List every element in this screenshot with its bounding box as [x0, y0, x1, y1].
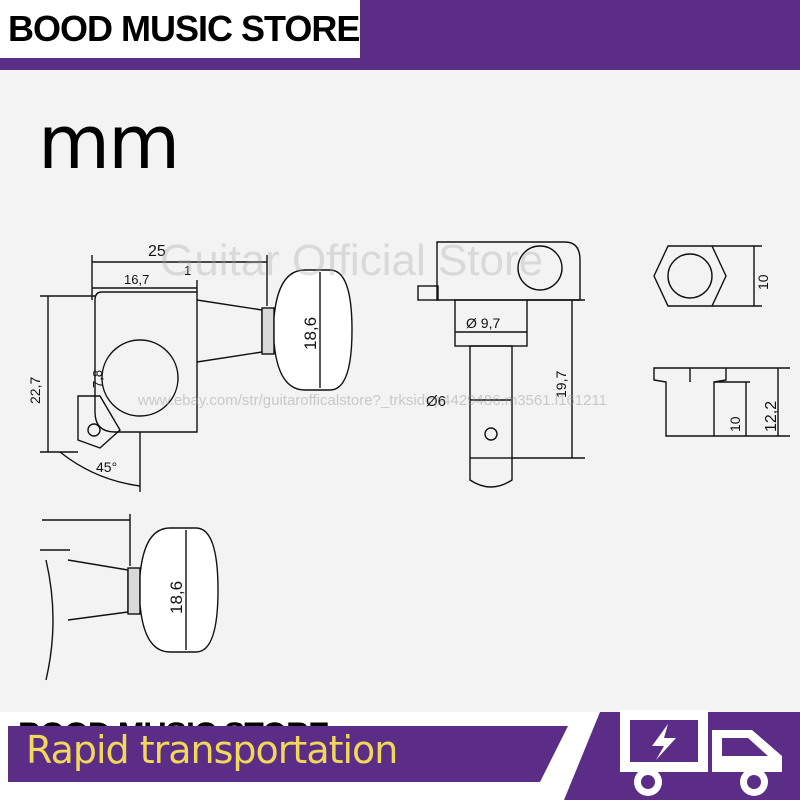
gear-circle	[101, 339, 179, 417]
dim-post-dia: Ø6	[426, 393, 446, 410]
top-banner-label	[0, 0, 360, 58]
dim-nut-height: 10	[727, 416, 743, 432]
post-top-hole	[517, 245, 563, 291]
dim-width-body: 16,7	[124, 272, 149, 287]
hex-nut	[653, 245, 727, 307]
dim-post-length: 19,7	[553, 371, 569, 398]
watermark-url: www.ebay.com/str/guitarofficalstore?_trk…	[138, 392, 608, 409]
tagline-strip	[8, 726, 568, 782]
dim-nut-total: 12,2	[763, 401, 780, 432]
dim-button-height-2: 18,6	[167, 581, 186, 614]
store-name: BOOD MUSIC STORE	[8, 8, 360, 49]
watermark: Guitar Official Store	[160, 236, 544, 285]
post-body	[436, 241, 581, 301]
delivery-truck-icon	[620, 710, 782, 796]
dim-width-total: 25	[148, 243, 166, 260]
tuner-button-2	[139, 527, 219, 653]
string-hole	[484, 427, 498, 441]
tagline: Rapid transportation	[26, 728, 398, 772]
dim-bushing-dia: Ø 9,7	[466, 315, 500, 331]
dim-nut-width: 10	[755, 274, 771, 290]
tuner-button	[273, 269, 353, 391]
unit-label: mm	[38, 100, 180, 186]
shaft	[196, 299, 263, 363]
mounting-hole	[87, 423, 101, 437]
dim-height-total: 22,7	[27, 377, 43, 404]
tuner-housing	[94, 291, 198, 433]
mounting-tab	[77, 395, 121, 449]
dim-gap: 1	[184, 263, 191, 278]
dim-angle: 45°	[96, 459, 117, 475]
shaft-collar-2	[127, 567, 141, 615]
dim-hole-offset: 7,8	[90, 370, 105, 388]
dim-button-height: 18,6	[301, 317, 320, 350]
shaft-collar	[261, 307, 275, 355]
post-shaft	[469, 345, 513, 459]
